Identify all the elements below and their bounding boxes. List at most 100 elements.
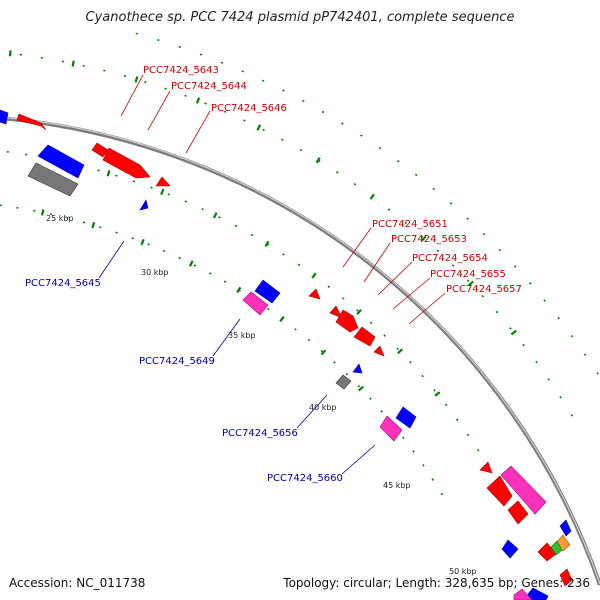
major-tick <box>356 308 362 315</box>
gene-label: PCC7424_5649 <box>139 356 215 367</box>
track-dot <box>357 384 361 388</box>
track-dot <box>99 226 102 229</box>
track-dot <box>455 418 459 421</box>
track-dot <box>570 334 574 338</box>
track-dot <box>115 174 118 177</box>
track-dot <box>422 464 425 467</box>
track-dot <box>123 75 127 78</box>
track-dot <box>220 61 224 64</box>
track-dot <box>409 360 412 364</box>
gene-label: PCC7424_5654 <box>412 253 488 264</box>
leader-line <box>185 110 211 154</box>
major-tick <box>434 391 441 397</box>
gene-reverse <box>395 406 417 429</box>
major-tick <box>106 170 111 177</box>
major-tick <box>397 348 403 355</box>
track-dot <box>353 183 357 186</box>
gene-reverse <box>501 539 519 559</box>
track-dot <box>547 378 550 381</box>
leader-line <box>120 74 144 117</box>
leader-line <box>342 227 372 268</box>
leader-line <box>408 292 446 325</box>
track-dot <box>135 32 138 35</box>
track-dot <box>82 221 86 224</box>
track-dot <box>481 294 484 298</box>
track-dot <box>440 492 443 496</box>
track-dot <box>281 138 284 141</box>
major-tick <box>134 76 139 83</box>
gene-label: PCC7424_5646 <box>211 103 287 114</box>
leader-line <box>377 261 413 296</box>
major-tick <box>279 315 285 323</box>
dotted-tracks <box>0 32 599 496</box>
gene-rna <box>513 588 533 600</box>
gene-label: PCC7424_5643 <box>143 65 219 76</box>
track-dot <box>387 208 391 211</box>
track-dot <box>131 237 134 240</box>
track-dot <box>412 450 415 453</box>
gene-forward <box>353 326 376 347</box>
gene-label: PCC7424_5660 <box>267 473 343 484</box>
gene-forward <box>329 305 343 319</box>
track-dot <box>204 102 207 105</box>
track-dot <box>199 53 203 56</box>
track-dot <box>466 217 469 220</box>
track-dot <box>356 309 359 312</box>
major-tick <box>315 157 321 164</box>
gene-forward <box>155 176 171 187</box>
major-tick <box>421 235 427 242</box>
track-dot <box>144 81 147 84</box>
track-dot <box>513 265 517 268</box>
track-dot <box>184 94 187 97</box>
track-dot <box>103 69 106 72</box>
gene-label: PCC7424_5651 <box>372 219 448 230</box>
track-dot <box>570 413 573 417</box>
major-tick <box>160 188 165 196</box>
track-dot <box>345 372 349 376</box>
major-tick <box>358 385 364 392</box>
track-dot <box>378 146 382 150</box>
gene-reverse <box>0 109 9 125</box>
gene-labels: PCC7424_5643 PCC7424_5644 PCC7424_5646 P… <box>25 65 522 484</box>
track-dot <box>201 208 204 211</box>
label-leader-lines <box>98 74 446 475</box>
track-dot <box>449 202 453 205</box>
track-dot <box>208 272 212 275</box>
track-dot <box>250 233 254 237</box>
track-dot <box>184 200 188 203</box>
major-tick <box>311 272 317 279</box>
gene-features <box>0 109 573 600</box>
scale-label: 35 kbp <box>228 331 256 340</box>
track-dot <box>380 410 384 413</box>
gene-forward <box>559 568 573 587</box>
summary-text: Topology: circular; Length: 328,635 bp; … <box>283 576 590 590</box>
track-dot <box>498 248 502 252</box>
scale-label: 30 kbp <box>141 268 169 277</box>
track-dot <box>321 110 325 114</box>
track-dot <box>223 110 227 113</box>
gene-other <box>550 540 563 556</box>
gene-forward <box>486 475 513 507</box>
track-dot <box>241 70 244 73</box>
gene-label: PCC7424_5656 <box>222 428 298 439</box>
major-tick <box>369 193 375 200</box>
gene-reverse <box>352 363 363 374</box>
track-dot <box>402 436 405 440</box>
track-dot <box>333 361 336 364</box>
major-tick <box>8 50 12 57</box>
leader-line <box>363 242 391 283</box>
track-dot <box>261 79 265 82</box>
track-dot <box>421 374 424 378</box>
track-dot <box>495 310 499 314</box>
major-tick <box>41 209 45 216</box>
leader-line <box>296 394 328 429</box>
track-dot <box>178 45 181 49</box>
scale-label: 50 kbp <box>449 567 477 576</box>
track-dot <box>97 169 100 172</box>
track-dot <box>436 249 440 253</box>
gene-reverse <box>254 279 281 304</box>
track-dot <box>307 338 311 342</box>
major-tick <box>320 349 327 356</box>
track-dot <box>162 249 166 253</box>
track-dot <box>397 160 400 163</box>
